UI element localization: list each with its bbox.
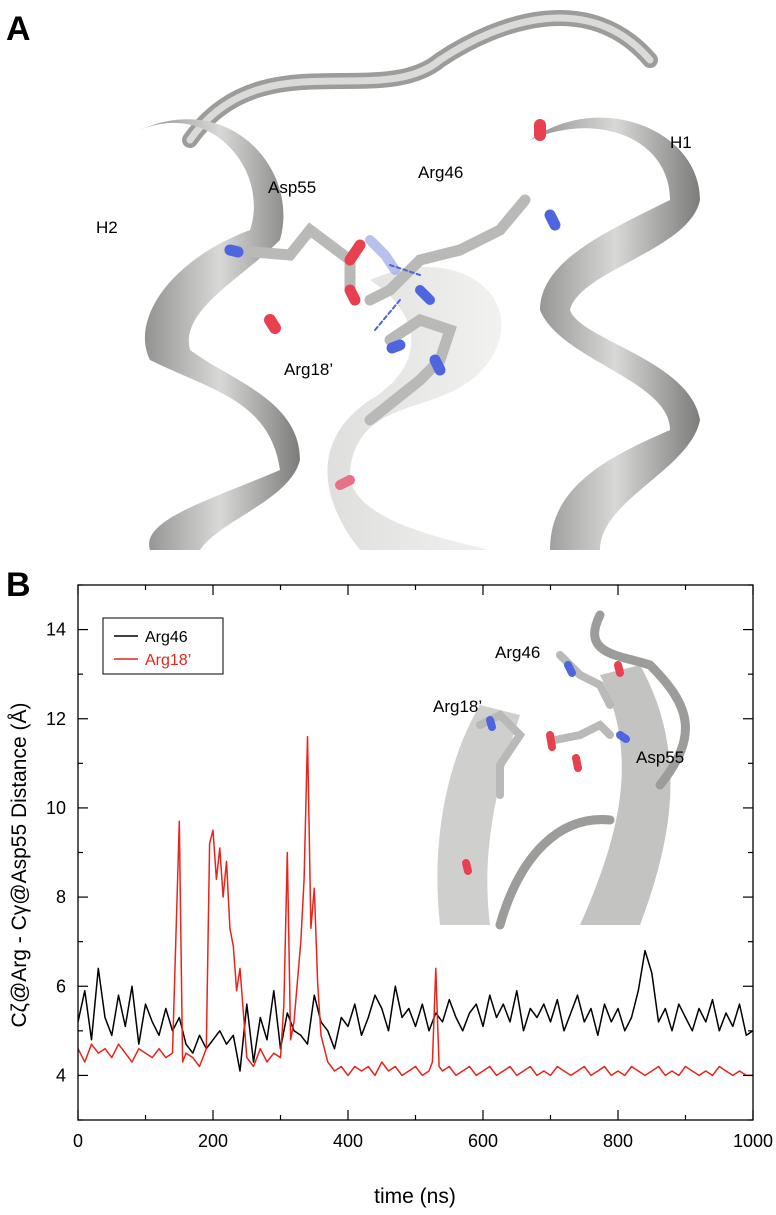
x-tick-label: 0 (73, 1131, 83, 1151)
panel-a-letter: A (6, 10, 31, 48)
x-tick-label: 600 (468, 1131, 498, 1151)
helix-h1-ribbon (530, 117, 700, 550)
x-tick-label: 800 (603, 1131, 633, 1151)
x-tick-label: 400 (333, 1131, 363, 1151)
inset-label-asp55: Asp55 (636, 748, 684, 767)
x-tick-label: 1000 (733, 1131, 773, 1151)
inset-label-arg18: Arg18’ (433, 697, 482, 716)
label-asp55: Asp55 (268, 178, 317, 197)
x-tick-label: 200 (198, 1131, 228, 1151)
panel-b-letter: B (6, 566, 31, 604)
y-tick-label: 14 (46, 620, 66, 640)
label-h2: H2 (96, 218, 118, 237)
y-axis-label: Cζ@Arg - Cγ@Asp55 Distance (Å) (8, 703, 31, 1028)
label-h1: H1 (670, 133, 692, 152)
series-line-arg46 (77, 949, 754, 1072)
y-tick-label: 10 (46, 798, 66, 818)
panel-a-structure-image (140, 10, 700, 550)
chart-legend: Arg46 Arg18’ (102, 617, 224, 675)
inset-label-arg46: Arg46 (495, 643, 540, 662)
distance-time-chart: Arg46 Arg18’ Asp55 0 200 400 600 800 1000 4 6 8 1… (8, 584, 773, 1208)
y-tick-label: 6 (56, 976, 66, 996)
helix-h2-ribbon (140, 119, 300, 550)
series-line-arg18 (77, 735, 753, 1077)
x-axis-label: time (ns) (374, 1185, 456, 1208)
y-tick-label: 4 (56, 1065, 66, 1085)
y-tick-label: 8 (56, 887, 66, 907)
legend-label-arg18: Arg18’ (145, 652, 191, 669)
inset-structure-image (437, 610, 690, 930)
label-arg46: Arg46 (418, 163, 464, 182)
y-tick-label: 12 (46, 709, 66, 729)
label-arg18: Arg18’ (284, 360, 334, 379)
legend-label-arg46: Arg46 (145, 629, 188, 646)
sidechain-sticks (224, 119, 561, 490)
